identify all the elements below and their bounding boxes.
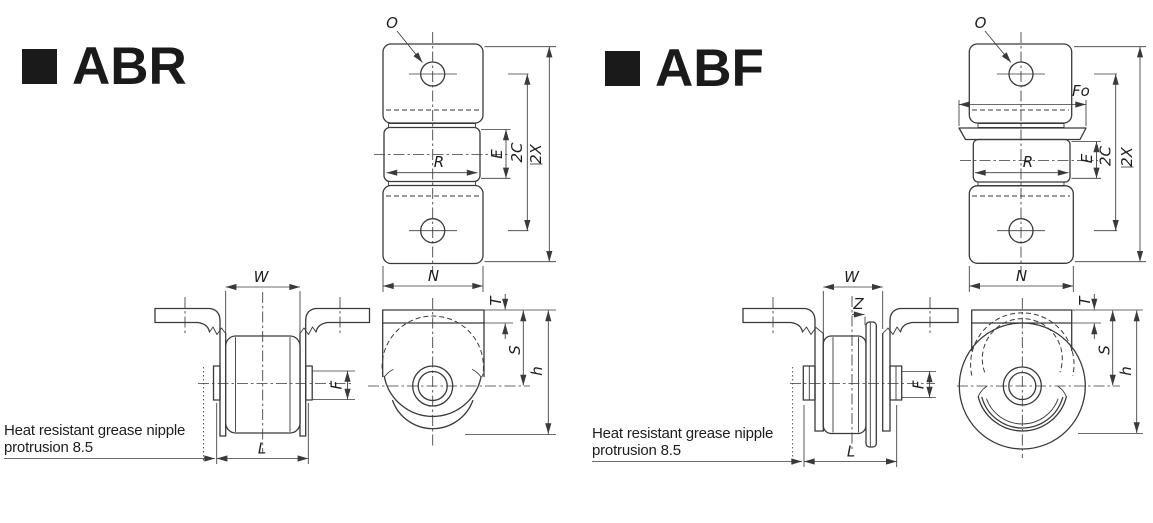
dim-label-n: N <box>1016 267 1027 285</box>
dim-label-r: R <box>434 153 444 171</box>
abr-grease-nipple-note: Heat resistant grease nipple protrusion … <box>4 422 186 456</box>
dim-label-o: O <box>975 14 987 32</box>
abr-wheel-view: T S h <box>368 294 556 446</box>
dim-label-e: E <box>1078 153 1096 163</box>
dim-label-t: T <box>1076 295 1094 306</box>
dim-label-z: Z <box>852 295 864 313</box>
dim-label-s: S <box>1096 345 1114 355</box>
dim-label-h: h <box>1117 366 1135 376</box>
dim-label-2c: 2C <box>508 142 526 163</box>
dim-label-s: S <box>506 345 524 355</box>
abf-front-view: O Fo R E 2C 2X N <box>958 14 1146 292</box>
dim-label-2c: 2C <box>1097 145 1115 166</box>
abf-title-block: ABF <box>605 42 764 95</box>
dim-label-t: T <box>487 295 505 306</box>
dim-label-2x: 2X <box>527 143 545 164</box>
dim-label-w: W <box>844 268 860 286</box>
dim-label-fo: Fo <box>1072 82 1090 100</box>
abf-title: ABF <box>655 39 764 98</box>
abr-note-line1: Heat resistant grease nipple <box>4 422 186 439</box>
dim-label-w: W <box>254 268 270 286</box>
abr-side-view: W F L <box>4 268 371 464</box>
abf-note-line2: protrusion 8.5 <box>592 441 681 459</box>
dim-label-n: N <box>428 267 439 285</box>
abf-technical-drawing: O Fo R E 2C 2X N <box>592 14 1146 467</box>
abr-title: ABR <box>72 37 187 96</box>
abf-wheel-view: T S h <box>957 294 1143 458</box>
abf-side-view: W Z F L <box>592 268 959 467</box>
dim-label-l: L <box>258 440 266 458</box>
abr-front-view: O R E 2C 2X N <box>374 14 556 292</box>
abf-grease-nipple-note: Heat resistant grease nipple protrusion … <box>592 425 774 459</box>
dim-label-r: R <box>1023 153 1033 171</box>
dim-label-2x: 2X <box>1118 146 1136 167</box>
dim-label-e: E <box>488 149 506 159</box>
abf-note-line1: Heat resistant grease nipple <box>592 425 774 442</box>
dim-label-f: F <box>910 380 928 389</box>
abr-technical-drawing: O R E 2C 2X N <box>4 14 556 464</box>
dim-label-o: O <box>386 14 398 32</box>
dim-label-l: L <box>847 443 855 461</box>
dim-label-h: h <box>528 366 546 376</box>
dim-label-f: F <box>328 381 346 390</box>
abr-note-line2: protrusion 8.5 <box>4 438 93 456</box>
abf-title-square-icon <box>605 51 640 86</box>
abr-title-block: ABR <box>22 40 187 93</box>
abr-title-square-icon <box>22 49 57 84</box>
